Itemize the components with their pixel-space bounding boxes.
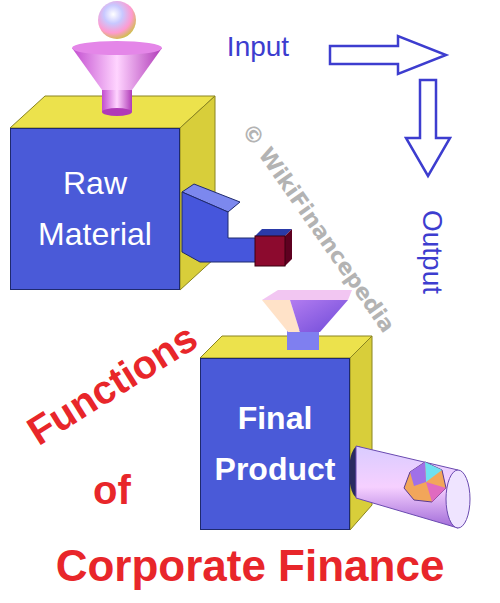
product-gem bbox=[404, 462, 446, 502]
free-label: of bbox=[93, 470, 131, 510]
box-top-face bbox=[200, 336, 372, 358]
cube-side bbox=[285, 229, 292, 266]
machine-box: Final Product bbox=[200, 358, 350, 530]
down-arrow bbox=[406, 80, 450, 176]
output-tube bbox=[356, 446, 458, 528]
product-cube bbox=[255, 236, 285, 266]
tube-opening bbox=[446, 470, 470, 528]
flow-arrows bbox=[330, 36, 450, 176]
final-machine bbox=[200, 290, 470, 530]
gem-facet bbox=[425, 462, 442, 482]
free-label: Corporate Finance bbox=[56, 544, 445, 588]
gem-facet bbox=[426, 482, 446, 502]
funnel-rim bbox=[262, 290, 352, 300]
free-label: Functions bbox=[20, 316, 203, 451]
free-label: Input bbox=[227, 33, 289, 61]
funnel-neck-base bbox=[102, 108, 132, 116]
funnel-rim bbox=[72, 41, 162, 55]
machine-box: Raw Material bbox=[10, 128, 180, 290]
raw-sphere bbox=[98, 1, 136, 39]
funnel-neck bbox=[287, 330, 319, 350]
box-label: Final Product bbox=[201, 393, 349, 495]
free-label: Output bbox=[418, 210, 446, 294]
right-arrow bbox=[330, 36, 446, 74]
output-chute bbox=[182, 192, 258, 262]
funnel-front-face bbox=[290, 300, 348, 332]
box-label: Raw Material bbox=[11, 158, 179, 260]
gem-facet bbox=[410, 462, 426, 486]
